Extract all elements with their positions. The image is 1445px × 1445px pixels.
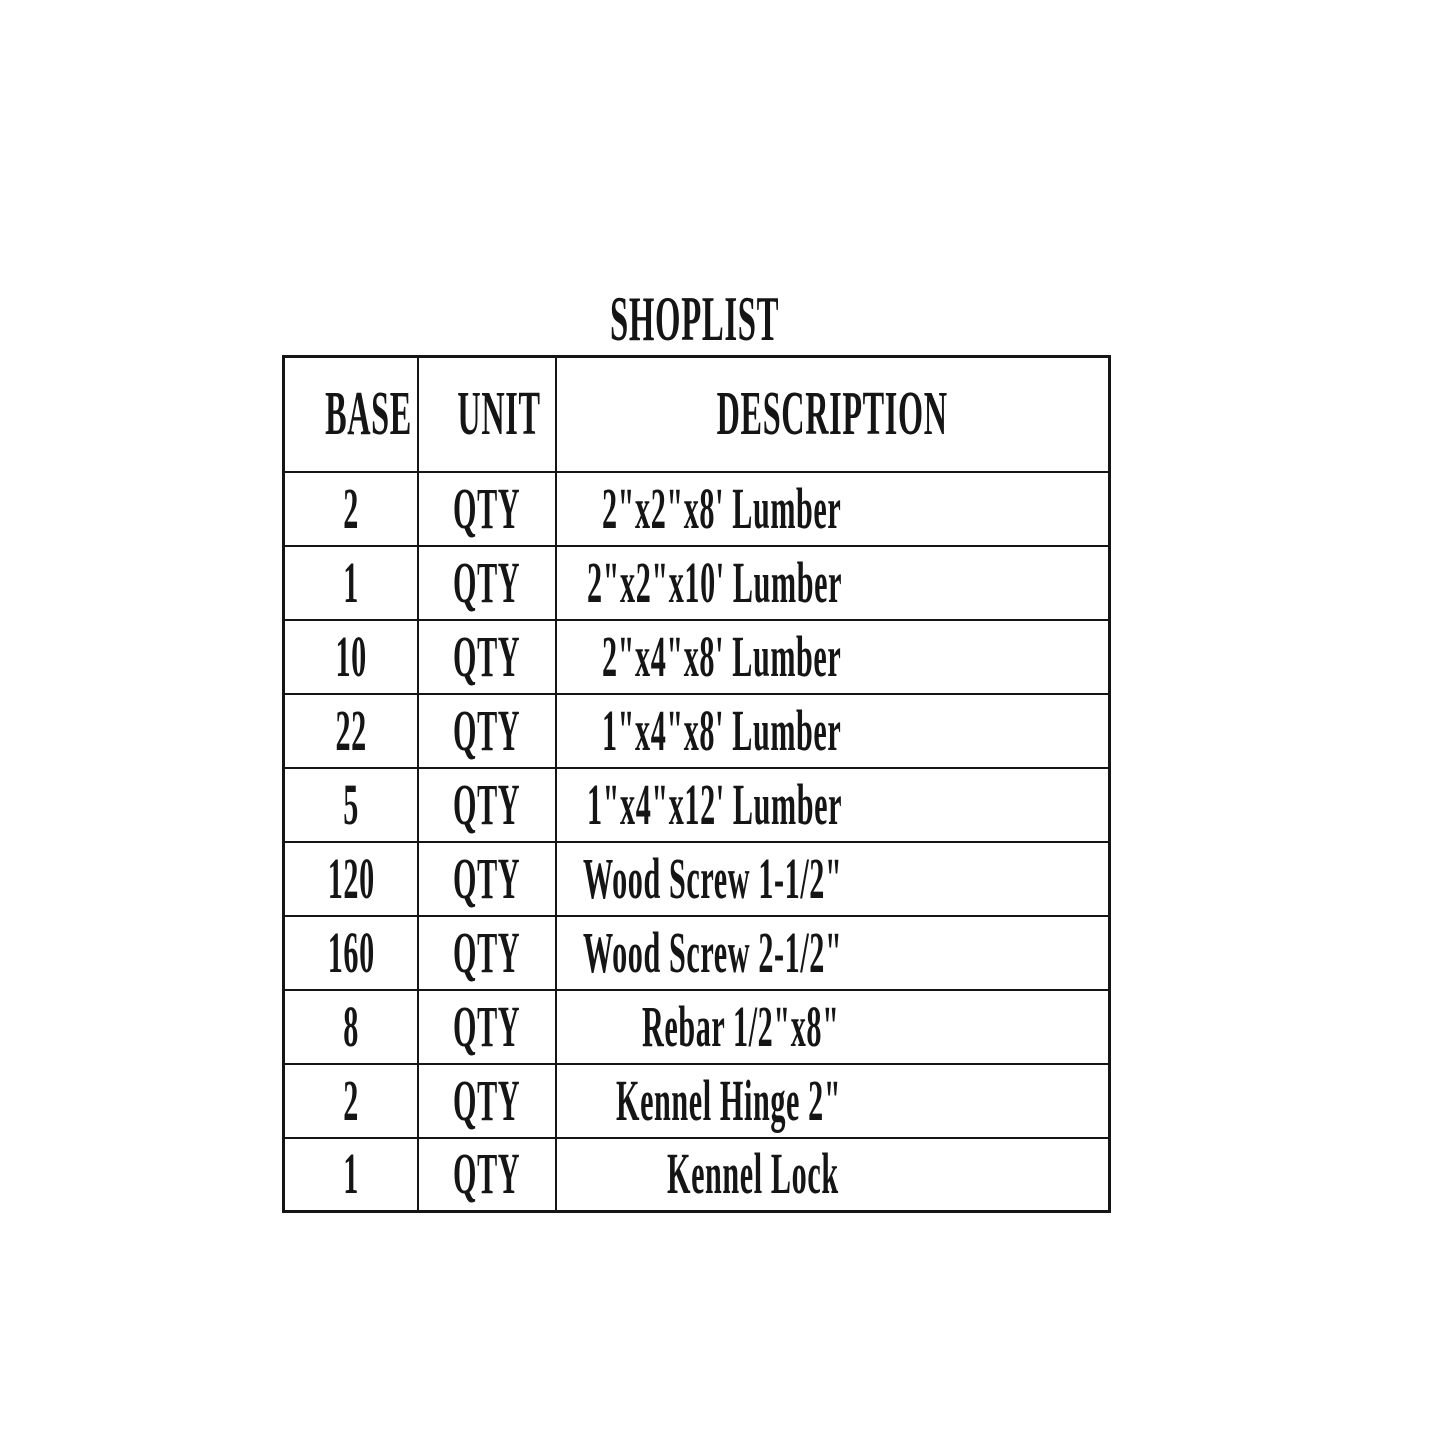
- base-value: 2: [342, 1067, 359, 1133]
- unit-cell: QTY: [416, 692, 557, 769]
- table-header: BASE UNIT DESCRIPTION: [282, 355, 1111, 473]
- description-cell: Wood Screw 2-1/2": [554, 914, 1111, 991]
- unit-cell: QTY: [416, 618, 557, 695]
- unit-cell: QTY: [416, 544, 557, 621]
- description-value: 1"x4"x8' Lumber: [602, 697, 842, 763]
- base-cell: 160: [282, 914, 419, 991]
- unit-value: QTY: [452, 993, 521, 1059]
- unit-value: QTY: [452, 845, 521, 911]
- unit-cell: QTY: [416, 914, 557, 991]
- base-cell: 2: [282, 470, 419, 547]
- unit-cell: QTY: [416, 766, 557, 843]
- unit-value: QTY: [452, 623, 521, 689]
- base-cell: 1: [282, 544, 419, 621]
- description-cell: Kennel Hinge 2": [554, 1062, 1111, 1139]
- base-value: 120: [327, 845, 375, 911]
- column-header-unit-label: UNIT: [456, 380, 541, 449]
- unit-value: QTY: [452, 549, 521, 615]
- table-body: 2 QTY 2"x2"x8' Lumber 1 QTY 2"x2"x10' Lu…: [282, 470, 1111, 1213]
- table-row: 2 QTY 2"x2"x8' Lumber: [282, 470, 1111, 547]
- base-cell: 1: [282, 1136, 419, 1213]
- unit-value: QTY: [452, 1067, 521, 1133]
- base-cell: 22: [282, 692, 419, 769]
- table-row: 120 QTY Wood Screw 1-1/2": [282, 840, 1111, 917]
- base-value: 160: [327, 919, 375, 985]
- description-cell: 2"x4"x8' Lumber: [554, 618, 1111, 695]
- base-cell: 120: [282, 840, 419, 917]
- unit-cell: QTY: [416, 470, 557, 547]
- table-row: 22 QTY 1"x4"x8' Lumber: [282, 692, 1111, 769]
- base-value: 10: [335, 623, 367, 689]
- description-cell: Wood Screw 1-1/2": [554, 840, 1111, 917]
- column-header-description: DESCRIPTION: [554, 355, 1111, 473]
- table-row: 8 QTY Rebar 1/2"x8": [282, 988, 1111, 1065]
- shoplist-table: BASE UNIT DESCRIPTION 2 QTY 2"x2"x8' Lum…: [282, 355, 1111, 1213]
- unit-cell: QTY: [416, 1062, 557, 1139]
- unit-value: QTY: [452, 771, 521, 837]
- table-row: 1 QTY Kennel Lock: [282, 1136, 1111, 1213]
- header-row: BASE UNIT DESCRIPTION: [282, 355, 1111, 473]
- page-title-text: SHOPLIST: [610, 284, 780, 354]
- page-title: SHOPLIST: [282, 288, 1108, 351]
- description-value: Wood Screw 2-1/2": [582, 919, 843, 985]
- table-row: 2 QTY Kennel Hinge 2": [282, 1062, 1111, 1139]
- column-header-base-label: BASE: [325, 380, 412, 449]
- base-cell: 2: [282, 1062, 419, 1139]
- description-cell: 2"x2"x8' Lumber: [554, 470, 1111, 547]
- table-row: 1 QTY 2"x2"x10' Lumber: [282, 544, 1111, 621]
- base-cell: 8: [282, 988, 419, 1065]
- unit-cell: QTY: [416, 988, 557, 1065]
- table-row: 10 QTY 2"x4"x8' Lumber: [282, 618, 1111, 695]
- unit-cell: QTY: [416, 1136, 557, 1213]
- description-cell: 1"x4"x8' Lumber: [554, 692, 1111, 769]
- base-value: 2: [342, 475, 359, 541]
- base-value: 8: [342, 993, 359, 1059]
- description-value: Rebar 1/2"x8": [642, 993, 840, 1059]
- description-value: 2"x2"x8' Lumber: [602, 475, 842, 541]
- column-header-unit: UNIT: [416, 355, 557, 473]
- description-cell: 1"x4"x12' Lumber: [554, 766, 1111, 843]
- description-value: 2"x2"x10' Lumber: [586, 549, 843, 615]
- table-row: 160 QTY Wood Screw 2-1/2": [282, 914, 1111, 991]
- description-cell: Kennel Lock: [554, 1136, 1111, 1213]
- description-value: Kennel Hinge 2": [615, 1067, 841, 1133]
- unit-value: QTY: [452, 1141, 521, 1207]
- description-value: 1"x4"x12' Lumber: [586, 771, 843, 837]
- unit-value: QTY: [452, 919, 521, 985]
- description-value: 2"x4"x8' Lumber: [602, 623, 842, 689]
- base-value: 1: [342, 1141, 359, 1207]
- description-value: Kennel Lock: [667, 1141, 839, 1207]
- base-value: 1: [342, 549, 359, 615]
- table-row: 5 QTY 1"x4"x12' Lumber: [282, 766, 1111, 843]
- description-value: Wood Screw 1-1/2": [582, 845, 843, 911]
- unit-cell: QTY: [416, 840, 557, 917]
- base-cell: 5: [282, 766, 419, 843]
- unit-value: QTY: [452, 475, 521, 541]
- base-cell: 10: [282, 618, 419, 695]
- base-value: 22: [335, 697, 367, 763]
- unit-value: QTY: [452, 697, 521, 763]
- column-header-base: BASE: [282, 355, 419, 473]
- base-value: 5: [342, 771, 359, 837]
- description-cell: Rebar 1/2"x8": [554, 988, 1111, 1065]
- description-cell: 2"x2"x10' Lumber: [554, 544, 1111, 621]
- column-header-description-label: DESCRIPTION: [716, 380, 948, 449]
